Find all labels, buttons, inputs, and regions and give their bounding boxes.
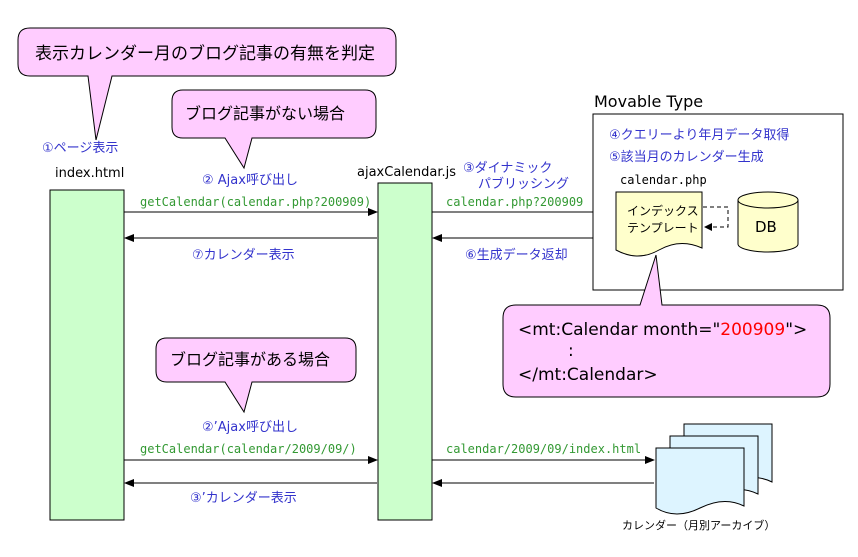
index-template-document: インデックス テンプレート [615, 191, 703, 257]
page-display-step: ①ページ表示 [42, 141, 118, 156]
mt-calendar-open-tag: <mt:Calendar month="200909"> [518, 320, 807, 340]
movable-type-title: Movable Type [594, 92, 703, 111]
main-callout: 表示カレンダー月のブログ記事の有無を判定 [17, 27, 397, 141]
template-label-line2: テンプレート [627, 221, 699, 235]
main-callout-text: 表示カレンダー月のブログ記事の有無を判定 [35, 43, 375, 64]
return-data-label: ⑥生成データ返却 [465, 247, 568, 263]
has-posts-callout-text: ブログ記事がある場合 [170, 350, 330, 369]
calendar-php-request-label: calendar.php?200909 [446, 195, 583, 209]
has-posts-callout: ブログ記事がある場合 [155, 337, 357, 414]
mt-generate-step: ⑤該当月のカレンダー生成 [609, 149, 764, 165]
template-label-line1: インデックス [627, 203, 699, 218]
get-calendar-php-label: getCalendar(calendar.php?200909) [140, 195, 371, 209]
index-html-label: index.html [55, 166, 124, 181]
mt-calendar-ellipsis: : [568, 341, 574, 361]
mt-calendar-month-value: 200909 [720, 320, 785, 340]
dynamic-publishing-step-line1: ③ダイナミック [463, 161, 552, 176]
mt-calendar-open-suffix: "> [785, 320, 807, 340]
index-lifeline [49, 189, 125, 521]
show-calendar-label: ⑦カレンダー表示 [192, 248, 295, 263]
monthly-archive-label: カレンダー（月別アーカイブ） [622, 518, 775, 532]
ajax-call-step: ② Ajax呼び出し [202, 173, 298, 188]
ajax-calendar-label: ajaxCalendar.js [357, 165, 456, 180]
db-label: DB [755, 218, 777, 236]
db-connector [703, 206, 729, 228]
db-connector-arrowhead [704, 223, 712, 231]
no-posts-callout-text: ブログ記事がない場合 [185, 104, 345, 123]
mt-query-step: ④クエリーより年月データ取得 [609, 127, 789, 143]
ajax-lifeline [377, 182, 433, 521]
calendar-php-file-label: calendar.php [620, 173, 707, 187]
ajax-call-step-2: ②’Ajax呼び出し [202, 420, 298, 435]
no-posts-callout: ブログ記事がない場合 [171, 89, 377, 170]
dynamic-publishing-step-line2: パブリッシング [478, 176, 569, 192]
db-cylinder: DB [737, 191, 799, 253]
mt-calendar-open-prefix: <mt:Calendar month=" [518, 320, 720, 340]
show-calendar-label-2: ③’カレンダー表示 [190, 491, 297, 506]
mt-calendar-callout: <mt:Calendar month="200909"> : </mt:Cale… [502, 254, 831, 398]
index-html-request-label: calendar/2009/09/index.html [446, 442, 641, 456]
get-calendar-dir-label: getCalendar(calendar/2009/09/) [140, 442, 357, 456]
monthly-archive-documents [655, 423, 773, 515]
mt-calendar-close-tag: </mt:Calendar> [518, 365, 658, 385]
